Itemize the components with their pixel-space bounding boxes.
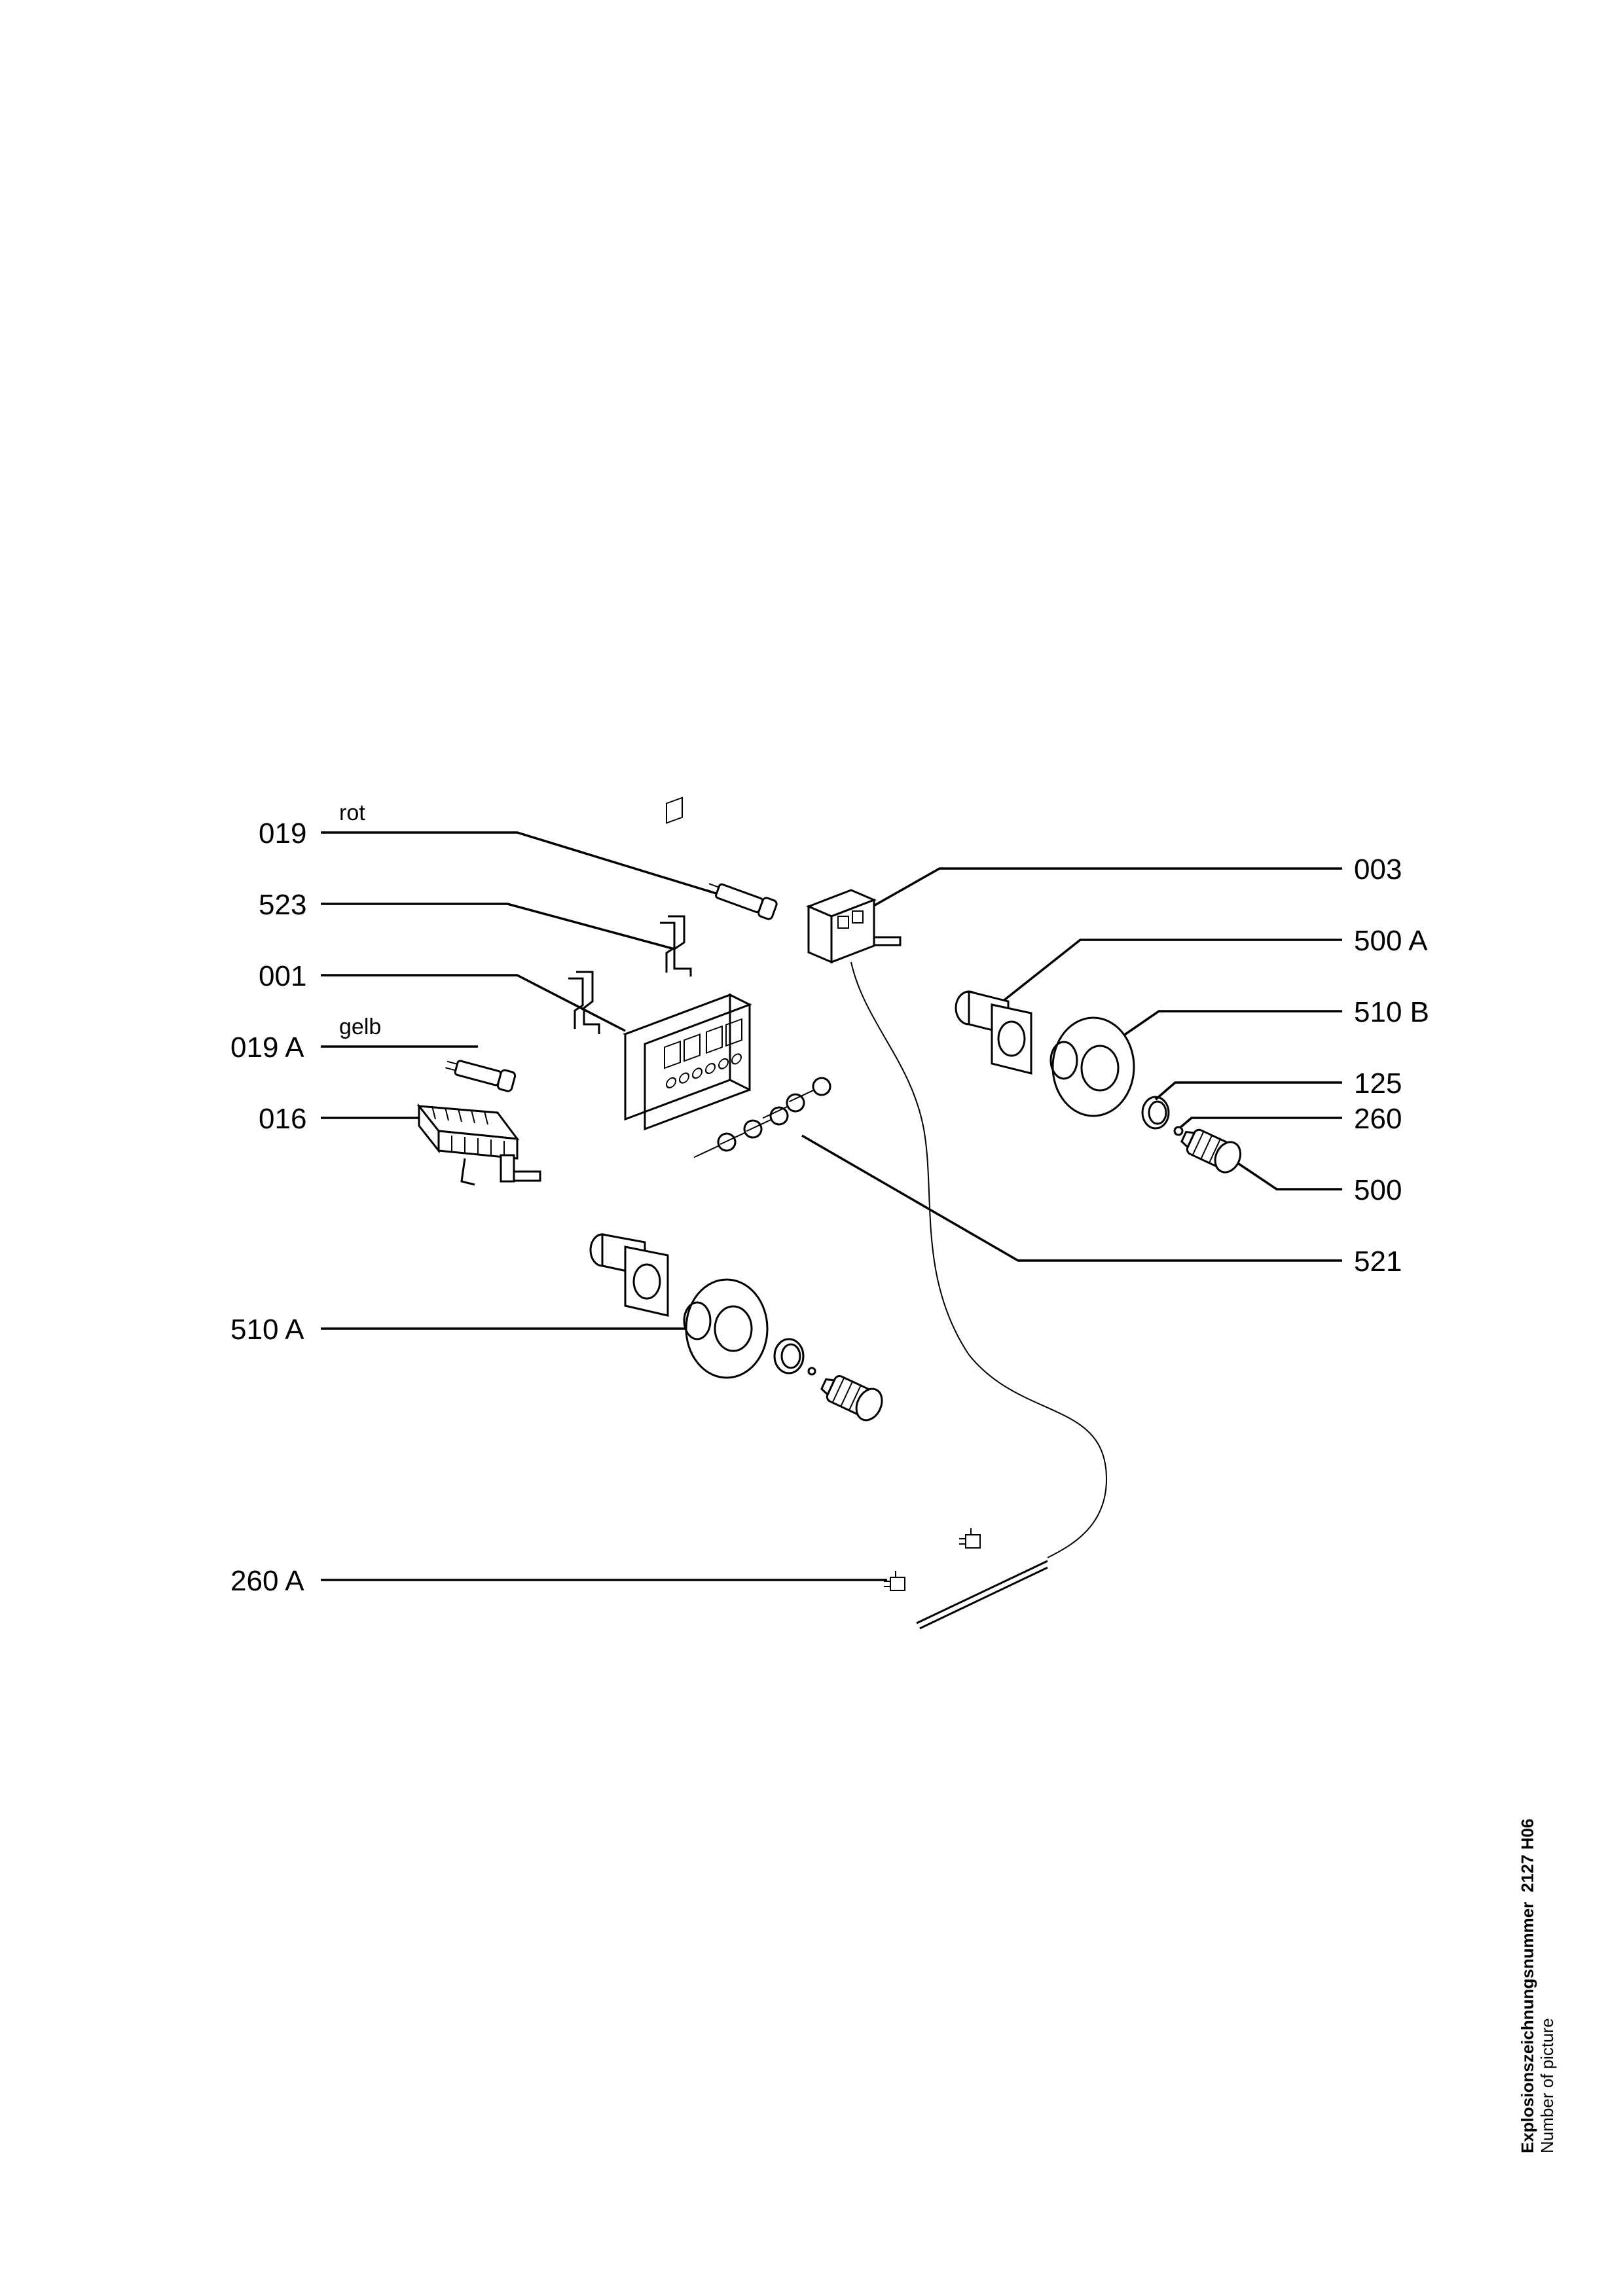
label-500a: 500 A [1354,925,1428,957]
label-510b: 510 B [1354,996,1429,1028]
leader-001 [321,974,626,1032]
electronic-timer-part [623,797,752,1131]
thermostat-part [806,889,902,964]
picture-number-caption: Explosionszeichnungsnummer 2127 H06 Numb… [1518,1813,1557,2153]
leader-003 [860,867,1342,914]
caption-title-line: Explosionszeichnungsnummer 2127 H06 [1518,1813,1537,2153]
label-510a: 510 A [230,1314,304,1346]
caption-number: 2127 H06 [1518,1818,1537,1893]
leader-523 [321,903,675,950]
label-003: 003 [1354,853,1402,886]
bezel-ring-lower-part [683,1278,769,1379]
spring-clip-part [1173,1126,1184,1136]
leader-510b [1106,1010,1342,1049]
spring-clip-lower-part [807,1367,816,1376]
sensor-probe-part [884,1528,1048,1630]
bezel-ring-upper-part [1049,1016,1135,1117]
leader-019 [321,831,727,898]
washer-upper-inner [1148,1100,1167,1125]
leader-125 [1154,1081,1342,1101]
label-500: 500 [1354,1174,1402,1206]
housing-sleeve-upper-part [955,990,1032,1075]
control-knob-lower-part [820,1375,883,1422]
washer-upper-part [1141,1096,1170,1130]
label-019: 019 [259,817,306,850]
indicator-lamp-red-part [706,883,778,920]
selector-switch-part [416,1103,541,1186]
indicator-lamp-yellow-part [445,1060,517,1092]
label-523: 523 [259,889,306,921]
label-260a: 260 A [230,1565,304,1597]
label-019a: 019 A [230,1031,304,1064]
label-gelb: gelb [339,1014,381,1039]
label-125: 125 [1354,1067,1402,1100]
leader-500a [997,939,1342,1006]
leader-260 [1177,1117,1342,1130]
mounting-bracket-part [568,915,692,1034]
leader-521 [801,1134,1342,1262]
control-knob-upper-part [1180,1128,1242,1174]
leader-500 [1230,1157,1342,1191]
label-016: 016 [259,1103,306,1135]
label-001: 001 [259,960,306,992]
push-button-set-part [693,1077,831,1158]
caption-subtitle: Number of picture [1537,2018,1557,2153]
caption-title: Explosionszeichnungsnummer [1518,1901,1537,2153]
housing-sleeve-lower-part [589,1233,669,1317]
label-rot: rot [339,800,365,825]
washer-lower-inner [780,1343,801,1369]
label-521: 521 [1354,1246,1402,1278]
capillary-tube [850,961,1108,1558]
washer-lower-part [773,1338,805,1374]
label-260: 260 [1354,1103,1402,1135]
